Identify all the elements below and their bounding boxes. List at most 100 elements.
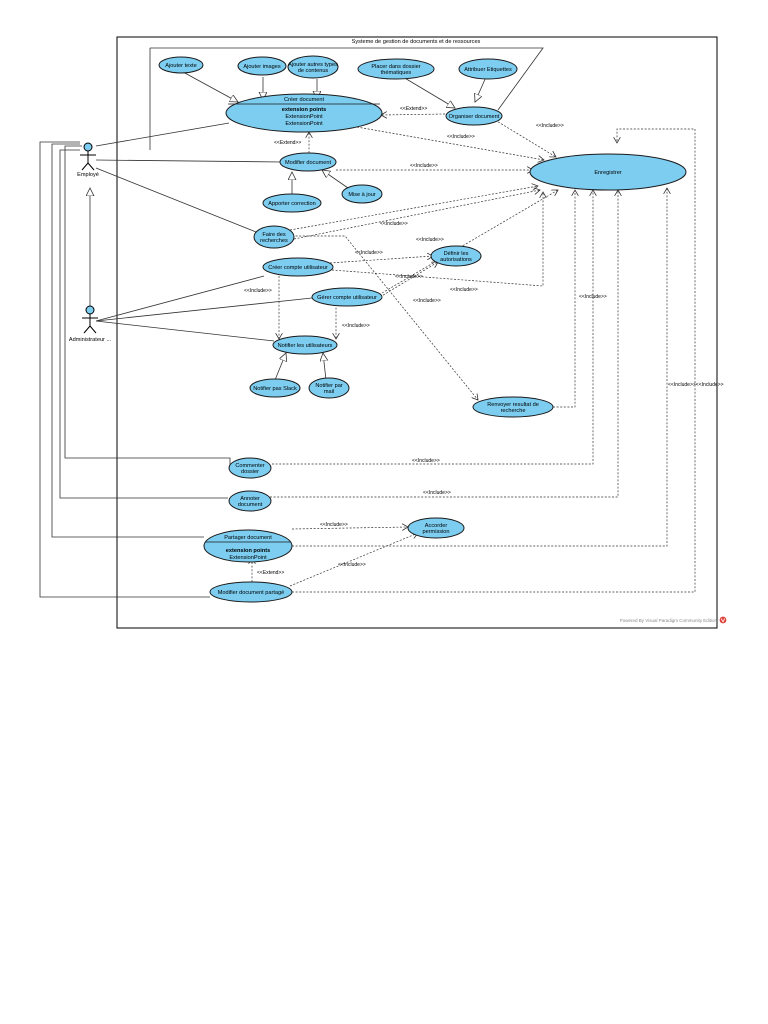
use-case-partager-document-label: Partager document	[224, 535, 272, 541]
include-label: <<Include>>	[410, 163, 438, 169]
use-case-attribuer-etiquettes[interactable]: Attribuer Etiquettes	[458, 58, 518, 80]
include-label: <<Include>>	[342, 323, 370, 329]
label-line: Ajouter texte	[165, 63, 196, 69]
include-label: <<Include>>	[244, 288, 272, 294]
use-case-partager-document[interactable]: Partager document extension points Exten…	[203, 529, 293, 563]
label-line: Accorder	[425, 523, 448, 529]
label-line: Mise à jour	[348, 192, 375, 198]
include-label: <<Include>>	[579, 294, 607, 300]
credit-text: Powered By Visual Paradigm Community Edi…	[620, 618, 718, 623]
use-case-modifier-document[interactable]: Modifier document	[279, 152, 337, 172]
label-line: Gérer compte utilisateur	[317, 295, 377, 301]
use-case-ajouter-texte-label: Ajouter texte	[165, 63, 196, 69]
use-case-modifier-document-partage-label: Modifier document partagé	[218, 590, 285, 596]
label-line: mail	[324, 389, 334, 395]
extension-point-label: ExtensionPoint	[285, 114, 323, 120]
include-label: <<Include>>	[447, 134, 475, 140]
use-case-enregistrer[interactable]: Enregistrer	[529, 153, 687, 191]
extend-label: <<Extend>>	[400, 106, 427, 112]
label-line: document	[238, 502, 263, 508]
label-line: thématiques	[381, 70, 412, 76]
label-line: Faire des	[262, 232, 286, 238]
include-label: <<Include>>	[536, 123, 564, 129]
label-line: Modifier document	[285, 160, 331, 166]
label-line: de contenus	[298, 68, 329, 74]
actor-employe[interactable]: Employé	[77, 142, 99, 178]
use-case-creer-document[interactable]: Créer document extension points Extensio…	[225, 93, 383, 133]
stereotype-labels: <<Extend>> <<Include>> <<Include>> <<Ext…	[244, 106, 724, 576]
use-case-enregistrer-label: Enregistrer	[594, 170, 621, 176]
label-line: Modifier document partagé	[218, 590, 285, 596]
label-line: Organiser document	[449, 114, 500, 120]
extend-label: <<Extend>>	[257, 570, 284, 576]
actor-administrateur-label: Administrateur ...	[69, 337, 112, 343]
use-case-modifier-document-partage[interactable]: Modifier document partagé	[209, 581, 293, 603]
use-case-creer-document-label: Créer document	[284, 97, 325, 103]
label-line: autorisations	[440, 257, 472, 263]
label-line: permission	[422, 529, 449, 535]
include-label: <<Include>>	[412, 458, 440, 464]
use-case-ajouter-images-label: Ajouter images	[243, 64, 281, 70]
use-case-mise-a-jour[interactable]: Mise à jour	[341, 184, 383, 204]
label-line: Renvoyer resultat de	[487, 402, 539, 408]
include-label: <<Include>>	[423, 490, 451, 496]
use-case-creer-compte-utilisateur-label: Créer compte utilisateur	[268, 265, 328, 271]
actor-administrateur[interactable]: Administrateur ...	[69, 305, 112, 343]
extension-point-label: ExtensionPoint	[285, 121, 323, 127]
use-case-apporter-correction[interactable]: Apporter correction	[262, 193, 322, 213]
label-line: recherches	[260, 238, 288, 244]
label-line: Notifier pas Slack	[253, 386, 297, 392]
use-case-organiser-document[interactable]: Organiser document	[445, 106, 503, 126]
use-case-gerer-compte-utilisateur-label: Gérer compte utilisateur	[317, 295, 377, 301]
use-case-creer-compte-utilisateur[interactable]: Créer compte utilisateur	[262, 257, 334, 277]
use-case-apporter-correction-label: Apporter correction	[268, 201, 316, 207]
use-case-attribuer-etiquettes-label: Attribuer Etiquettes	[464, 67, 512, 73]
group-outline	[149, 47, 544, 150]
use-case-gerer-compte-utilisateur[interactable]: Gérer compte utilisateur	[311, 287, 383, 307]
use-case-notifier-slack[interactable]: Notifier pas Slack	[249, 378, 301, 398]
label-line: Commenter	[235, 463, 264, 469]
use-case-ajouter-images[interactable]: Ajouter images	[237, 56, 287, 76]
use-case-notifier-utilisateurs-label: Notifier les utilisateurs	[278, 343, 333, 349]
label-line: Ajouter images	[243, 64, 281, 70]
associations	[39, 122, 313, 598]
label-line: dossier	[241, 469, 259, 475]
use-case-mise-a-jour-label: Mise à jour	[348, 192, 375, 198]
include-label: <<Include>>	[380, 221, 408, 227]
system-boundary	[116, 36, 718, 629]
vp-logo-icon	[719, 616, 727, 624]
label-line: Apporter correction	[268, 201, 316, 207]
use-case-notifier-utilisateurs[interactable]: Notifier les utilisateurs	[272, 335, 338, 355]
include-label: <<Include>>	[413, 298, 441, 304]
label-line: Enregistrer	[594, 170, 621, 176]
label-line: Attribuer Etiquettes	[464, 67, 512, 73]
include-label: <<Include>>	[355, 250, 383, 256]
include-label: <<Include>>	[320, 522, 348, 528]
use-case-ajouter-texte[interactable]: Ajouter texte	[158, 56, 204, 74]
use-case-notifier-slack-label: Notifier pas Slack	[253, 386, 297, 392]
actor-employe-label: Employé	[77, 172, 99, 178]
extension-point-label: ExtensionPoint	[229, 555, 267, 561]
include-label: <<Include>><<Include>>	[668, 382, 724, 388]
label-line: Notifier les utilisateurs	[278, 343, 333, 349]
label-line: Définir les	[444, 251, 469, 257]
label-line: recherche	[501, 408, 526, 414]
extension-points-heading: extension points	[226, 548, 270, 554]
include-label: <<Include>>	[395, 274, 423, 280]
